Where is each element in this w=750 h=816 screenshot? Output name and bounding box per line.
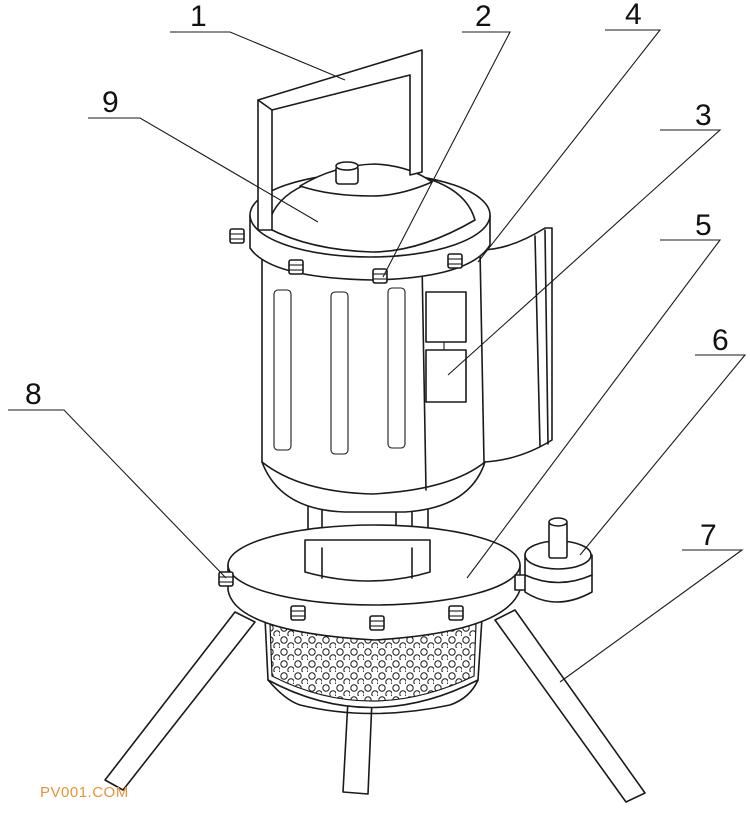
callout-label-7: 7 <box>700 519 717 552</box>
leader-lines <box>8 29 747 683</box>
callout-label-1: 1 <box>190 0 207 33</box>
callout-label-2: 2 <box>475 0 492 33</box>
callout-label-4: 4 <box>625 0 642 31</box>
filter-basket <box>264 617 483 715</box>
watermark-text: PV001.COM <box>40 784 129 801</box>
callout-labels: 1 2 4 9 3 5 6 8 7 <box>25 0 729 552</box>
bolt-icon <box>290 605 306 621</box>
lower-control-box <box>425 349 467 403</box>
callout-label-6: 6 <box>712 324 729 357</box>
bolt-icon <box>447 253 463 269</box>
callout-label-9: 9 <box>102 86 119 119</box>
upper-control-box <box>425 291 467 343</box>
junction-box <box>479 227 553 463</box>
bolt-icon <box>229 228 245 244</box>
flange-bolts <box>218 571 464 631</box>
top-cover <box>249 161 491 281</box>
bolt-icon <box>369 615 385 631</box>
flange-plate <box>227 524 521 641</box>
front-right-leg <box>494 609 646 803</box>
callout-label-8: 8 <box>25 378 42 411</box>
bolt-icon <box>288 259 304 275</box>
bolt-icon <box>218 571 234 587</box>
callout-label-3: 3 <box>695 99 712 132</box>
lifting-handle <box>257 49 423 231</box>
bolt-icon <box>448 605 464 621</box>
control-boxes <box>425 291 467 403</box>
callout-label-5: 5 <box>695 209 712 242</box>
outlet-pipe <box>514 517 593 603</box>
front-left-leg <box>104 611 256 791</box>
support-legs <box>104 609 646 803</box>
bolt-icon <box>372 268 388 284</box>
